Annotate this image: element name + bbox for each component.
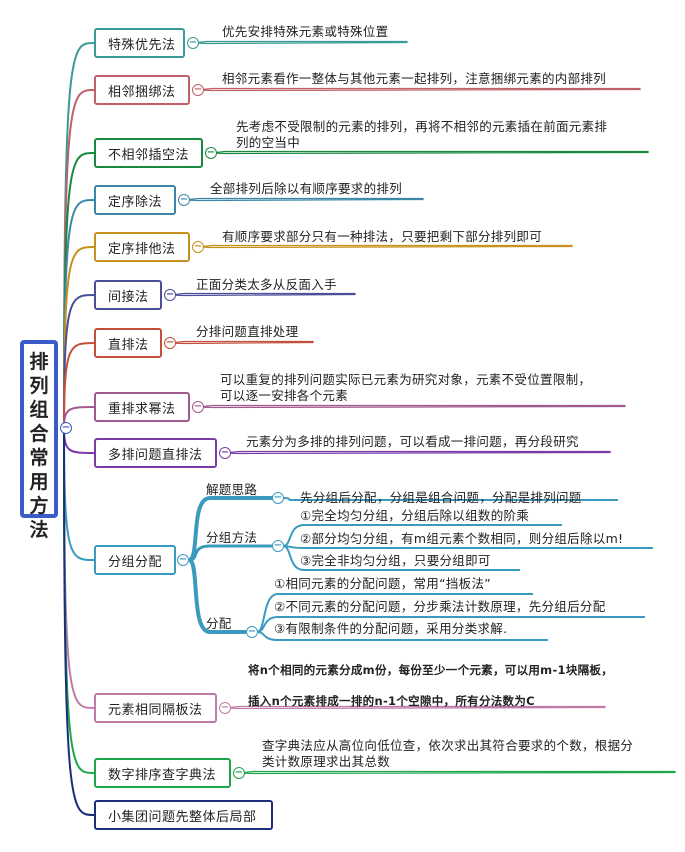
branch-label: 间接法 [108,289,149,305]
sub-branch-label[interactable]: 分组方法 [206,530,258,545]
leaf-line [256,631,548,641]
detail-text: 列的空当中 [236,135,301,150]
sub-connector [188,544,278,562]
detail-text: 可以逐一安排各个元素 [220,388,349,403]
root-title: 排列组合常用方法 [29,351,49,541]
leaf-text: ③有限制条件的分配问题，采用分类求解. [274,621,508,636]
branch-label: 特殊优先法 [108,37,176,53]
collapse-icon[interactable]: − [177,554,189,566]
detail-text: 插入n个元素排成一排的n-1个空隙中，所有分法数为C [248,694,535,708]
collapse-icon[interactable]: − [192,241,204,253]
branch-node[interactable]: 不相邻插空法 [94,138,203,168]
sub-branch-label[interactable]: 分配 [206,616,232,631]
leaf-text: ②部分均匀分组，有m组元素个数相同，则分组后除以m! [300,531,624,546]
collapse-icon[interactable]: − [187,37,199,49]
branch-node[interactable]: 小集团问题先整体后局部 [94,800,273,830]
branch-label: 直排法 [108,337,149,353]
detail-line [210,150,649,155]
leaf-text: ①相同元素的分配问题，常用“挡板法” [274,576,492,591]
leaf-text: 先分组后分配，分组是组合问题，分配是排列问题 [300,490,582,505]
branch-node[interactable]: 相邻捆绑法 [94,75,190,105]
leaf-text: ②不同元素的分配问题，分步乘法计数原理，先分组后分配 [274,599,606,614]
branch-label: 重排求幂法 [108,401,176,417]
detail-line [224,705,606,710]
root-collapse-icon[interactable]: − [60,422,72,434]
branch-node[interactable]: 元素相同隔板法 [94,693,217,723]
collapse-icon[interactable]: − [246,626,258,638]
branch-connector [63,427,95,774]
collapse-icon[interactable]: − [178,194,190,206]
detail-text: 正面分类太多从反面入手 [196,277,337,292]
branch-node[interactable]: 数字排序查字典法 [94,758,231,788]
detail-line [169,292,356,297]
branch-label: 小集团问题先整体后局部 [108,809,257,825]
branch-node[interactable]: 间接法 [94,280,162,310]
branch-connector [63,427,95,816]
leaf-line [282,497,618,501]
detail-line [169,340,314,345]
sub-connector [187,558,252,634]
collapse-icon[interactable]: − [164,337,176,349]
detail-text: 类计数原理求出其总数 [262,754,391,769]
branch-node[interactable]: 定序排他法 [94,232,190,262]
detail-line [197,87,641,92]
collapse-icon[interactable]: − [272,540,284,552]
leaf-line [282,545,520,571]
branch-node[interactable]: 分组分配 [94,545,176,575]
branch-node[interactable]: 直排法 [94,328,162,358]
root-node[interactable]: 排列组合常用方法 [20,340,58,541]
leaf-text: ③完全非均匀分组，只要分组即可 [300,553,491,568]
detail-text: 元素分为多排的排列问题，可以看成一排问题，再分段研究 [246,434,579,449]
branch-connector [63,342,95,429]
branch-label: 多排问题直排法 [108,447,203,463]
branch-connector [63,152,95,429]
branch-label: 数字排序查字典法 [108,767,217,783]
collapse-icon[interactable]: − [219,447,231,459]
branch-label: 不相邻插空法 [108,147,190,163]
branch-node[interactable]: 多排问题直排法 [94,438,217,468]
branch-label: 元素相同隔板法 [108,702,203,718]
detail-line [224,450,611,455]
sub-branch-label[interactable]: 解题思路 [206,482,258,497]
branch-node[interactable]: 定序除法 [94,185,176,215]
collapse-icon[interactable]: − [219,702,231,714]
branch-label: 分组分配 [108,554,163,570]
detail-text: 将n个相同的元素分成m份，每份至少一个元素，可以用m-1块隔板， [248,663,614,677]
collapse-icon[interactable]: − [205,147,217,159]
detail-text: 可以重复的排列问题实际已元素为研究对象，元素不受位置限制， [220,372,592,387]
detail-text: 全部排列后除以有顺序要求的排列 [210,181,403,196]
branch-node[interactable]: 特殊优先法 [94,28,185,58]
detail-line [183,197,424,202]
branch-label: 相邻捆绑法 [108,84,176,100]
detail-line [197,404,626,409]
detail-line [238,770,676,775]
collapse-icon[interactable]: − [164,289,176,301]
detail-text: 查字典法应从高位向低位查，依次求出其符合要求的个数，根据分 [262,738,634,753]
detail-text: 分排问题直排处理 [196,324,299,339]
detail-line [192,40,408,45]
detail-line [197,244,573,249]
collapse-icon[interactable]: − [233,767,245,779]
collapse-icon[interactable]: − [192,84,204,96]
branch-connector [63,427,95,709]
branch-connector [63,89,95,429]
detail-text: 先考虑不受限制的元素的排列，再将不相邻的元素插在前面元素排 [236,119,608,134]
leaf-text: ①完全均匀分组，分组后除以组数的阶乘 [300,508,530,523]
branch-node[interactable]: 重排求幂法 [94,392,190,422]
collapse-icon[interactable]: − [272,492,284,504]
collapse-icon[interactable]: − [192,401,204,413]
branch-label: 定序除法 [108,194,163,210]
detail-text: 优先安排特殊元素或特殊位置 [222,24,389,39]
branch-label: 定序排他法 [108,241,176,257]
detail-text: 有顺序要求部分只有一种排法，只要把剩下部分排列即可 [222,229,543,244]
branch-connector [63,246,95,429]
sub-connector [187,496,278,562]
detail-text: 相邻元素看作一整体与其他元素一起排列，注意捆绑元素的内部排列 [222,71,607,86]
